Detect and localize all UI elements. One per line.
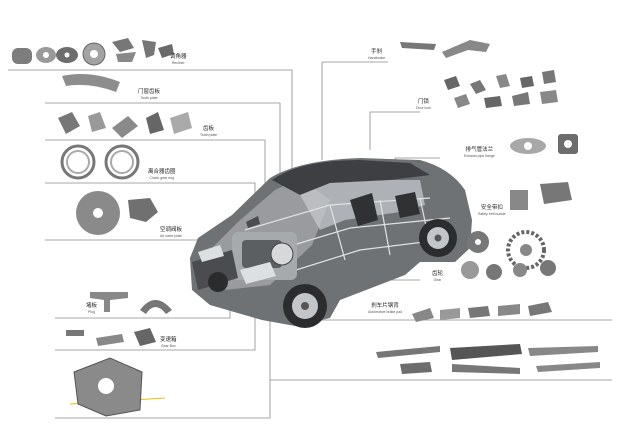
clutch-ring-parts <box>60 144 140 180</box>
tooth-plate-arc <box>62 74 120 92</box>
label-air-valve-plate: 空调阀板 Air valve plate <box>160 227 183 238</box>
handbrake-parts <box>400 40 490 58</box>
strip-parts <box>376 344 600 374</box>
label-tooth-plate-top: 门窗齿板 Tooth plate <box>138 89 161 100</box>
label-plug: 堵板 Plug <box>86 303 98 314</box>
label-door-lock: 门锁 Door lock <box>416 99 431 110</box>
label-brake-pad: 刹车片钢背 Automotive brake pad <box>368 303 403 314</box>
line-washer <box>8 69 293 175</box>
label-gear-box: 变速箱 Gear Box <box>160 337 177 348</box>
label-exhaust-pipe-flange: 排气管法兰 Exhaust pipe flange <box>464 147 495 158</box>
gear-parts <box>461 230 556 280</box>
label-handbrake: 手刹 Handbrake <box>368 49 386 60</box>
exhaust-flange-parts <box>510 134 578 154</box>
label-clutch-gear-ring: 离合器齿圈 Clutch gear ring <box>148 169 176 180</box>
washer-parts <box>12 38 174 66</box>
air-valve-parts <box>76 191 158 235</box>
door-lock-parts <box>444 70 558 108</box>
safety-belt-parts <box>510 182 572 210</box>
tooth-plate-parts <box>58 112 192 138</box>
label-gear: 齿轮 Gear <box>432 271 444 282</box>
gearbox-parts <box>66 328 156 346</box>
label-safety-belt: 安全带扣 Safety belt buckle <box>478 205 506 216</box>
brake-pad-parts <box>412 302 552 322</box>
label-tooth-plate: 齿板 Tooth plate <box>200 126 218 137</box>
label-washer: 调角器 Recliner <box>170 54 187 65</box>
plug-parts <box>90 292 172 314</box>
